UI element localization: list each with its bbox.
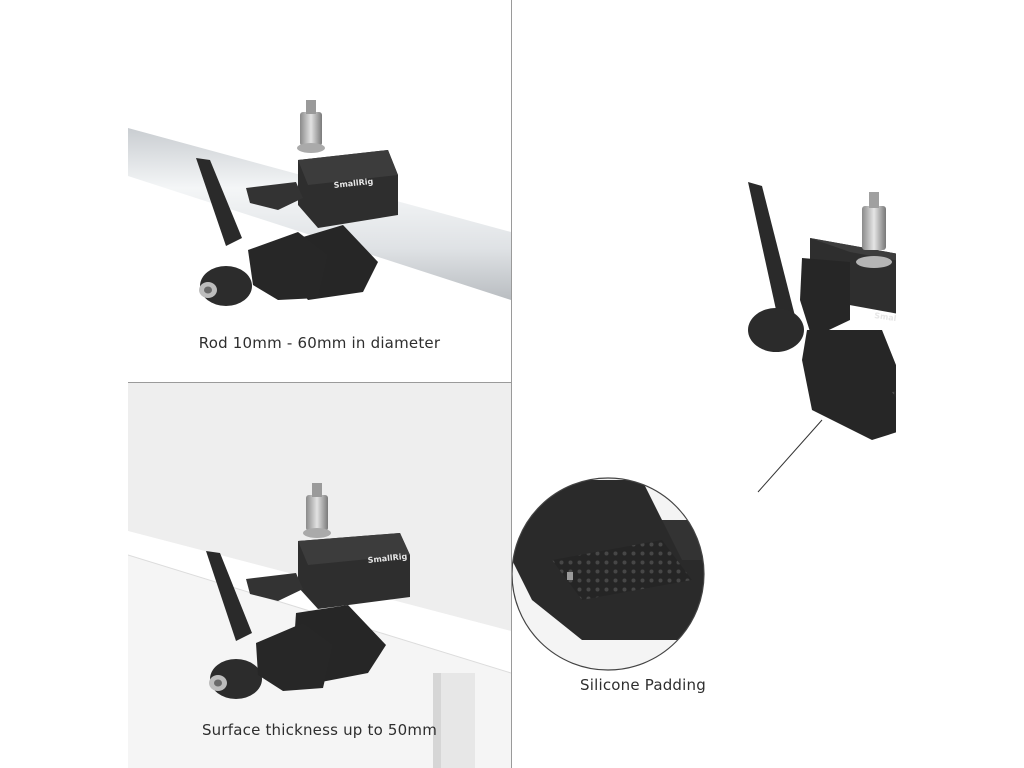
silicone-padding-illustration: SmallRig [512, 182, 896, 671]
surface-clamp-panel: SmallRig Surface thickness up to 50mm [128, 383, 511, 768]
product-image-frame: SmallRig Rod 10mm - 60mm in diameter [128, 0, 896, 768]
rod-clamp-illustration: SmallRig [128, 100, 511, 306]
silicone-padding-caption: Silicone Padding [580, 676, 706, 694]
surface-clamp-illustration: SmallRig [128, 383, 511, 768]
callout-line [757, 419, 823, 493]
silicone-padding-panel: SmallRig Silicone Pa [512, 0, 896, 768]
horizontal-divider [128, 382, 511, 383]
brand-logo: SmallRig [367, 552, 408, 565]
magnified-detail [512, 478, 704, 670]
surface-thickness-caption: Surface thickness up to 50mm [201, 721, 438, 739]
brand-logo: SmallRig [874, 311, 896, 325]
silicone-pad [892, 390, 896, 398]
rod-clamp-panel: SmallRig Rod 10mm - 60mm in diameter [128, 0, 511, 382]
rod-diameter-caption: Rod 10mm - 60mm in diameter [198, 334, 441, 352]
vertical-divider [511, 0, 512, 768]
brand-logo: SmallRig [333, 177, 374, 190]
